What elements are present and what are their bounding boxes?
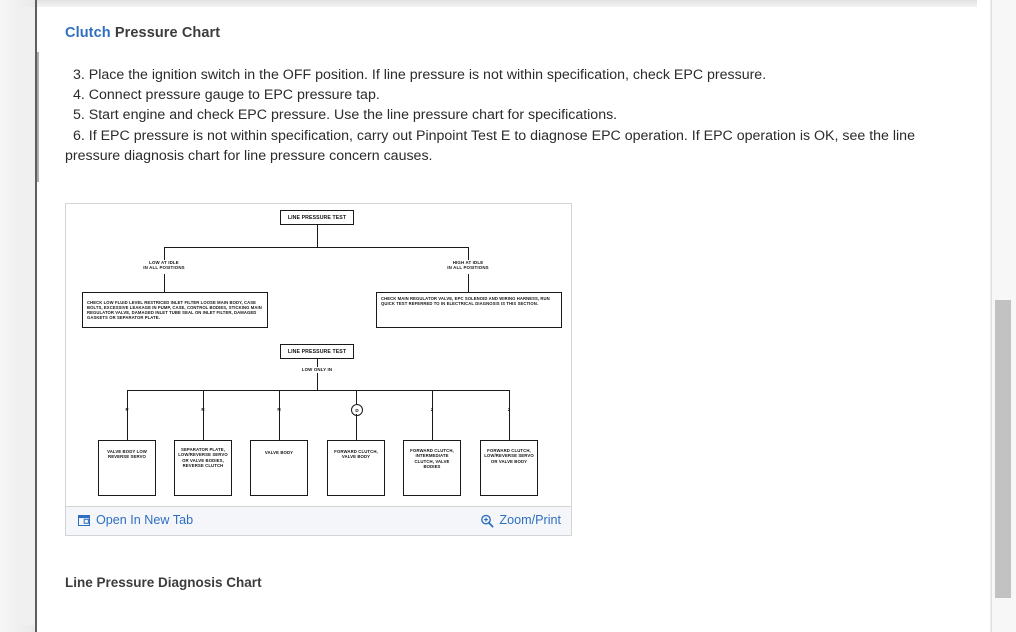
diagram-cause-box-low: CHECK LOW FLUID LEVEL RESTRICED INLET FI… xyxy=(82,292,268,328)
document-content: Clutch Pressure Chart 3. Place the ignit… xyxy=(39,7,977,632)
diagram-gear-label-r: R xyxy=(201,407,205,412)
diagram-second-test-box: LINE PRESSURE TEST xyxy=(280,344,354,359)
diagram-connector xyxy=(164,247,468,248)
left-scrollbar-track[interactable] xyxy=(18,7,52,625)
open-in-new-tab-link[interactable]: Open In New Tab xyxy=(78,512,193,529)
diagram-leaf-box: FORWARD CLUTCH, LOW/REVERSE SERVO OR VAL… xyxy=(480,440,538,496)
diagram-leaf-box: VALVE BODY LOW REVERSE SERVO xyxy=(98,440,156,496)
procedure-step: 3. Place the ignition switch in the OFF … xyxy=(73,67,767,83)
procedure-steps: 3. Place the ignition switch in the OFF … xyxy=(65,65,965,166)
figure-card: LINE PRESSURE TEST LOW AT IDLE IN ALL PO… xyxy=(65,203,572,536)
procedure-step: 6. If EPC pressure is not within specifi… xyxy=(65,127,915,164)
line-pressure-test-diagram: LINE PRESSURE TEST LOW AT IDLE IN ALL PO… xyxy=(66,204,571,506)
page-scrollbar-thumb[interactable] xyxy=(995,300,1011,598)
window-top-strip xyxy=(0,0,1016,7)
page-right-edge xyxy=(977,0,991,632)
open-in-new-tab-label: Open In New Tab xyxy=(96,513,194,527)
diagram-gear-label-p: P xyxy=(125,407,129,412)
page-title-rest: Pressure Chart xyxy=(110,25,221,41)
diagram-connector xyxy=(203,390,204,440)
diagram-gear-label-d: D xyxy=(351,404,363,416)
diagram-connector xyxy=(127,390,128,440)
diagram-branch-label-left: LOW AT IDLE IN ALL POSITIONS xyxy=(143,260,185,271)
diagram-gear-label-2a: 2 xyxy=(430,407,434,412)
external-window-icon xyxy=(78,514,91,527)
figure-image[interactable]: LINE PRESSURE TEST LOW AT IDLE IN ALL PO… xyxy=(66,204,571,506)
procedure-step: 5. Start engine and check EPC pressure. … xyxy=(73,107,618,124)
page-title: Clutch Pressure Chart xyxy=(65,25,220,41)
diagram-leaf-box: FORWARD CLUTCH, INTERMEDIATE CLUTCH, VAL… xyxy=(403,440,461,496)
diagram-connector xyxy=(279,390,280,440)
diagram-connector xyxy=(356,390,357,404)
diagram-leaf-box: FORWARD CLUTCH, VALVE BODY xyxy=(327,440,385,496)
diagram-leaf-box: SEPARATOR PLATE, LOW/REVERSE SERVO OR VA… xyxy=(174,440,232,496)
diagram-connector xyxy=(317,373,318,390)
zoom-print-link[interactable]: Zoom/Print xyxy=(480,512,561,529)
diagram-branch-label-right: HIGH AT IDLE IN ALL POSITIONS xyxy=(447,260,489,271)
diagram-connector xyxy=(164,247,165,260)
diagram-gear-label-2b: 2 xyxy=(507,407,511,412)
left-gutter xyxy=(0,0,52,632)
diagram-cause-box-high: CHECK MAIN REGULATOR VALVE, EPC SOLENOID… xyxy=(376,292,562,328)
page-title-keyword: Clutch xyxy=(65,25,111,41)
diagram-connector xyxy=(432,390,433,440)
diagram-gear-label-n: N xyxy=(277,407,281,412)
zoom-print-label: Zoom/Print xyxy=(499,513,561,527)
diagram-connector xyxy=(164,274,165,292)
diagram-connector xyxy=(509,390,510,440)
diagram-connector xyxy=(127,390,509,391)
section-title: Line Pressure Diagnosis Chart xyxy=(65,575,262,590)
diagram-connector xyxy=(317,359,318,367)
diagram-connector xyxy=(356,414,357,440)
page-scrollbar-track[interactable] xyxy=(991,0,1016,632)
figure-footer: Open In New Tab Zoom/Print xyxy=(66,506,571,535)
diagram-connector xyxy=(468,274,469,292)
diagram-connector xyxy=(468,247,469,260)
procedure-step: 4. Connect pressure gauge to EPC pressur… xyxy=(73,87,380,104)
diagram-top-box: LINE PRESSURE TEST xyxy=(280,210,354,225)
diagram-connector xyxy=(317,225,318,247)
diagram-leaf-box: VALVE BODY xyxy=(250,440,308,496)
diagram-second-label: LOW ONLY IN xyxy=(301,367,333,372)
magnifier-plus-icon xyxy=(480,514,494,528)
